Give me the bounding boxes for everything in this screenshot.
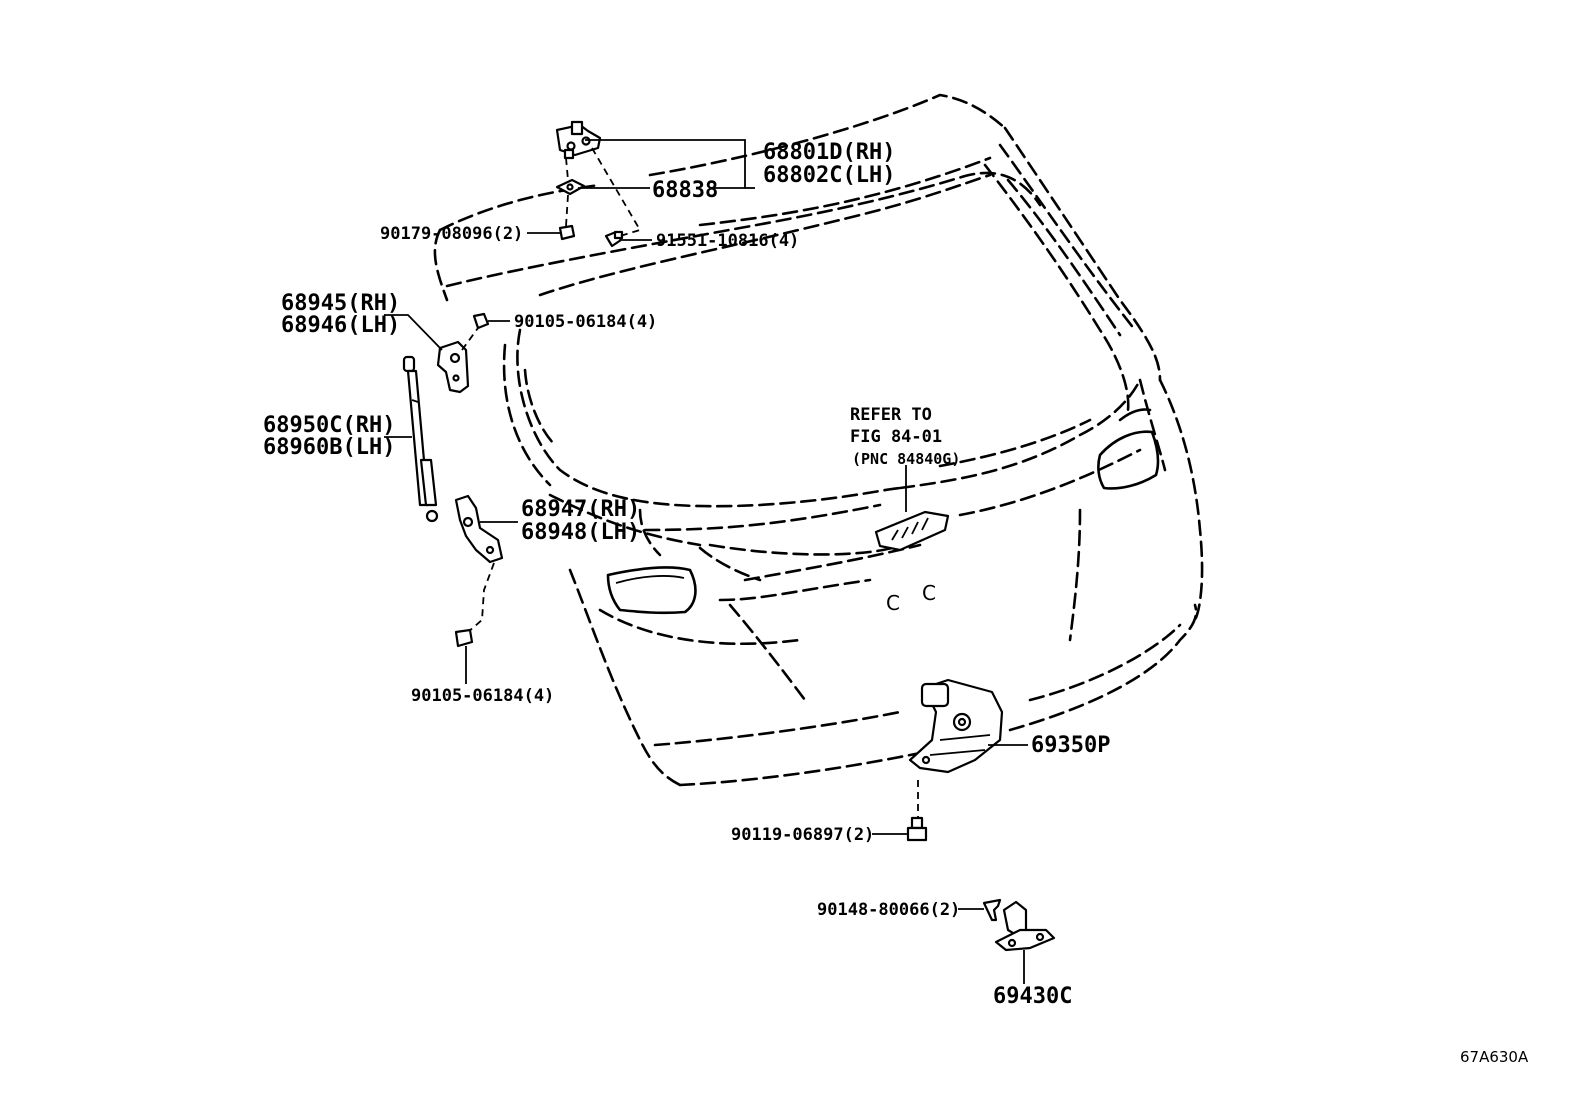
handle-switch-part [874,510,950,552]
back-door-outline [433,93,1204,787]
hinge-leader [585,139,746,189]
lamp-recess-right [1097,408,1160,490]
striker-label: 69430C [993,984,1072,1009]
hinge-lh-label: 68802C(LH) [763,163,895,188]
hinge-bolt-label: 91551-10816(4) [656,231,799,251]
refer-line1: REFER TO [850,405,932,425]
hinge-plate-part [555,178,586,196]
body-mark-right: C [922,581,936,605]
hinge-bolt-part [604,230,624,248]
lower-bolt-label: 90105-06184(4) [411,686,554,706]
lamp-recess-left [606,566,697,615]
damper-rh-label: 68950C(RH) [263,413,395,438]
lower-bolt-part [454,628,474,648]
refer-line3: (PNC 84840G) [852,450,960,468]
lock-bolt-label: 90119-06897(2) [731,825,874,845]
lock-assembly-part [908,678,1004,774]
refer-line2: FIG 84-01 [850,427,942,447]
lower-bracket-rh-label: 68947(RH) [521,497,640,522]
hinge-plate-label: 68838 [652,178,718,203]
hinge-nut-part [558,224,576,241]
upper-bracket-lh-label: 68946(LH) [281,313,400,338]
hinge-rh-label: 68801D(RH) [763,140,895,165]
upper-stay-bracket-part [436,312,490,394]
lock-bolt-part [906,816,928,842]
hinge-nut-label: 90179-08096(2) [380,224,523,244]
striker-part [994,900,1056,952]
figure-code: 67A630A [1460,1048,1529,1066]
lower-stay-bracket-part [454,494,504,564]
upper-bracket-rh-label: 68945(RH) [281,291,400,316]
lock-label: 69350P [1031,733,1110,758]
damper-stay-part [402,355,439,523]
lower-bracket-lh-label: 68948(LH) [521,520,640,545]
upper-bolt-label: 90105-06184(4) [514,312,657,332]
striker-screw-part [982,898,1002,922]
striker-screw-label: 90148-80066(2) [817,900,960,920]
upper-bracket-leader [384,314,443,351]
damper-lh-label: 68960B(LH) [263,435,395,460]
body-mark-left: C [886,591,900,615]
